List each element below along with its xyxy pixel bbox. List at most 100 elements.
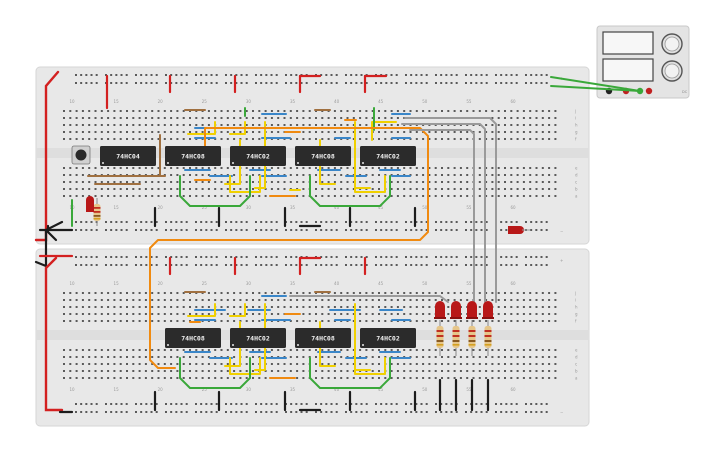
terminal-hole (497, 356, 500, 358)
chip-74hc08-2[interactable]: 74HC08 (295, 146, 351, 166)
terminal-hole (415, 188, 418, 190)
terminal-hole (226, 117, 229, 119)
terminal-hole (69, 124, 72, 126)
rail-hole (325, 411, 328, 413)
rail-hole (505, 221, 508, 223)
terminal-hole (333, 370, 336, 372)
rail-hole (270, 221, 273, 223)
output-resistor[interactable] (468, 320, 476, 356)
terminal-hole (504, 363, 506, 365)
column-label: 15 (114, 205, 120, 210)
terminal-hole (220, 195, 223, 197)
terminal-hole (69, 306, 72, 308)
rail-hole (515, 403, 518, 405)
rail-hole (480, 229, 483, 231)
output-led[interactable] (482, 301, 494, 319)
terminal-hole (239, 377, 242, 379)
terminal-hole (434, 292, 437, 294)
rail-hole (325, 82, 328, 84)
terminal-hole (195, 181, 198, 183)
rail-hole (80, 403, 83, 405)
rail-hole (500, 264, 503, 266)
rail-hole (500, 411, 503, 413)
rail-hole (170, 403, 173, 405)
terminal-hole (245, 313, 248, 315)
rail-hole (325, 256, 328, 258)
terminal-hole (69, 370, 72, 372)
terminal-hole (88, 117, 91, 119)
terminal-hole (107, 117, 110, 119)
rail-hole (140, 264, 143, 266)
output-led[interactable] (450, 301, 462, 319)
rail-hole (175, 82, 178, 84)
terminal-hole (441, 363, 443, 365)
psu-wires[interactable] (550, 76, 641, 92)
terminal-hole (88, 292, 91, 294)
terminal-hole (390, 306, 393, 308)
output-led[interactable] (466, 301, 478, 319)
terminal-hole (239, 138, 242, 140)
terminal-hole (176, 313, 179, 315)
terminal-hole (94, 313, 97, 315)
chip-74hc08-4[interactable]: 74HC08 (295, 328, 351, 348)
terminal-hole (485, 292, 488, 294)
terminal-hole (189, 138, 191, 140)
terminal-hole (390, 299, 393, 301)
rail-led[interactable] (508, 226, 530, 234)
rail-hole (475, 411, 478, 413)
chip-74hc04[interactable]: 74HC04 (100, 146, 156, 166)
rail-hole (275, 74, 278, 76)
terminal-hole (409, 181, 412, 183)
chip-74hc08-3[interactable]: 74HC08 (165, 328, 221, 348)
terminal-hole (415, 377, 418, 379)
rail-hole (240, 82, 243, 84)
rail-hole (475, 403, 478, 405)
terminal-hole (522, 167, 525, 169)
rail-hole (475, 74, 478, 76)
rail-hole (260, 74, 263, 76)
input-resistor[interactable] (93, 198, 101, 226)
output-resistor[interactable] (452, 320, 460, 356)
pushbutton[interactable] (71, 145, 91, 165)
rail-hole (405, 403, 407, 405)
terminal-hole (510, 320, 513, 322)
terminal-hole (497, 292, 500, 294)
output-resistor[interactable] (436, 320, 444, 356)
terminal-hole (315, 167, 317, 169)
rail-hole (245, 264, 248, 266)
terminal-hole (378, 110, 380, 112)
rail-hole (420, 74, 423, 76)
chip-74hc02-3[interactable]: 74HC02 (230, 328, 286, 348)
terminal-hole (144, 377, 147, 379)
input-led[interactable] (86, 196, 94, 212)
terminal-hole (63, 124, 65, 126)
terminal-hole (321, 299, 324, 301)
terminal-hole (245, 320, 248, 322)
rail-hole (405, 229, 407, 231)
terminal-hole (522, 124, 525, 126)
output-resistor[interactable] (484, 320, 492, 356)
rail-hole (330, 264, 333, 266)
rail-hole (405, 74, 407, 76)
terminal-hole (409, 292, 412, 294)
rail-hole (375, 256, 377, 258)
rail-hole (315, 82, 317, 84)
terminal-hole (226, 131, 229, 133)
chip-74hc08[interactable]: 74HC08 (165, 146, 221, 166)
chip-74hc02-2[interactable]: 74HC02 (360, 146, 416, 166)
terminal-hole (88, 110, 91, 112)
terminal-hole (384, 167, 387, 169)
terminal-hole (434, 349, 437, 351)
chip-74hc02[interactable]: 74HC02 (230, 146, 286, 166)
terminal-hole (535, 299, 538, 301)
power-wires[interactable] (34, 70, 490, 414)
terminal-hole (510, 110, 513, 112)
output-led[interactable] (434, 301, 446, 319)
terminal-hole (459, 292, 462, 294)
terminal-hole (113, 356, 116, 358)
rail-hole (345, 74, 347, 76)
chip-74hc02-4[interactable]: 74HC02 (360, 328, 416, 348)
terminal-hole (485, 356, 488, 358)
terminal-hole (485, 167, 488, 169)
terminal-hole (384, 131, 387, 133)
